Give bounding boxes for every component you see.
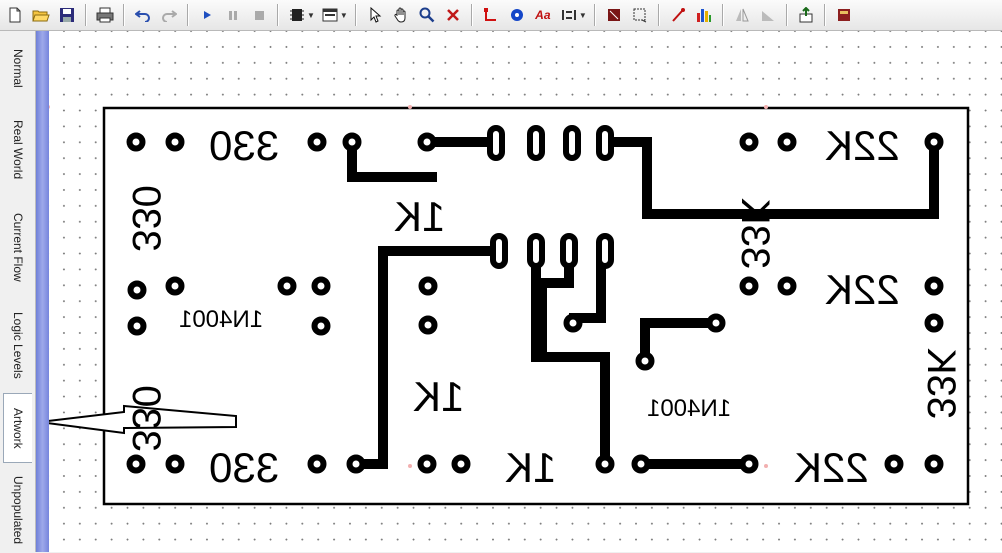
undo-icon[interactable]	[132, 4, 154, 26]
toolbar-separator	[721, 4, 724, 26]
toolbar-separator	[785, 4, 788, 26]
trace	[356, 246, 499, 469]
view-scroll-strip	[36, 31, 49, 552]
align-icon[interactable]	[558, 4, 580, 26]
label-22k-bottom: 22K	[794, 444, 869, 491]
open-folder-icon[interactable]	[30, 4, 52, 26]
pcb-artwork	[49, 105, 970, 506]
label-330-vertical-top: 330	[123, 185, 168, 252]
pcb-canvas[interactable]: 330 330 330 330 22K 22K 22K 33K 33K 1K 1…	[49, 31, 1002, 552]
toolbar: ▼ ▼ Aa ▼	[0, 0, 1002, 31]
board-icon[interactable]	[603, 4, 625, 26]
redo-icon[interactable]	[158, 4, 180, 26]
label-1n4001-left: 1N4001	[179, 306, 264, 333]
stop-icon[interactable]	[248, 4, 270, 26]
tab-current-flow[interactable]: Current Flow	[4, 201, 32, 293]
probe-icon[interactable]	[667, 4, 689, 26]
tab-label: Real World	[11, 120, 25, 180]
label-1n4001-right: 1N4001	[647, 395, 732, 422]
export-icon[interactable]	[795, 4, 817, 26]
tab-logic-levels[interactable]: Logic Levels	[4, 301, 32, 389]
new-file-icon[interactable]	[4, 4, 26, 26]
component-icon[interactable]	[286, 4, 308, 26]
toolbar-separator	[470, 4, 473, 26]
label-330-vertical-mid: 330	[123, 385, 168, 452]
toolbar-separator	[277, 4, 279, 26]
tab-real-world[interactable]: Real World	[4, 111, 32, 189]
origin-markers	[49, 105, 768, 468]
tab-normal[interactable]: Normal	[4, 37, 32, 99]
label-1k-mid: 1K	[413, 373, 465, 420]
label-33k-vertical-mid: 33K	[733, 197, 778, 270]
text-icon[interactable]: Aa	[535, 8, 551, 22]
trace	[531, 251, 610, 464]
delete-icon[interactable]	[442, 4, 464, 26]
component-dropdown-icon[interactable]: ▼	[307, 10, 315, 20]
label-22k-top: 22K	[825, 122, 900, 169]
book-icon[interactable]	[833, 4, 855, 26]
label-1k-bottom: 1K	[505, 444, 557, 491]
label-22k-mid: 22K	[825, 266, 900, 313]
flip-vertical-icon[interactable]	[757, 4, 779, 26]
pads	[126, 132, 944, 474]
play-icon[interactable]	[196, 4, 218, 26]
layout-icon[interactable]	[319, 4, 341, 26]
toolbar-separator	[657, 4, 660, 26]
pad-icon[interactable]	[506, 4, 528, 26]
tab-label: Artwork	[11, 407, 25, 449]
annotation-arrow	[49, 404, 237, 435]
toolbar-separator	[187, 4, 189, 26]
toolbar-separator	[85, 4, 87, 26]
toolbar-separator	[823, 4, 826, 26]
tab-label: Unpopulated	[11, 475, 25, 545]
pointer-icon[interactable]	[364, 4, 386, 26]
toolbar-separator	[593, 4, 596, 26]
hand-icon[interactable]	[390, 4, 412, 26]
copper-traces	[347, 137, 939, 469]
label-330-bottom: 330	[209, 444, 280, 491]
label-330-top: 330	[209, 122, 280, 169]
align-dropdown-icon[interactable]: ▼	[578, 10, 587, 20]
label-1k-top: 1K	[394, 193, 446, 240]
oval-pads	[487, 125, 614, 269]
trace	[347, 142, 437, 182]
outline-icon[interactable]	[629, 4, 651, 26]
trace	[640, 318, 716, 357]
tab-label: Current Flow	[11, 212, 25, 282]
view-tab-bar: Normal Real World Current Flow Logic Lev…	[0, 31, 36, 552]
layout-dropdown-icon[interactable]: ▼	[339, 10, 348, 20]
save-icon[interactable]	[56, 4, 78, 26]
flip-horizontal-icon[interactable]	[731, 4, 753, 26]
toolbar-separator	[123, 4, 125, 26]
tab-artwork[interactable]: Artwork	[3, 393, 32, 463]
toolbar-separator	[354, 4, 357, 26]
tab-unpopulated[interactable]: Unpopulated	[4, 467, 32, 553]
pause-icon[interactable]	[222, 4, 244, 26]
wire-icon[interactable]	[480, 4, 502, 26]
label-33k-vertical-right: 33K	[919, 347, 964, 420]
zoom-icon[interactable]	[416, 4, 438, 26]
meter-icon[interactable]	[693, 4, 715, 26]
trace	[605, 137, 939, 219]
tab-label: Normal	[11, 48, 25, 88]
print-icon[interactable]	[94, 4, 116, 26]
tab-label: Logic Levels	[11, 311, 25, 379]
